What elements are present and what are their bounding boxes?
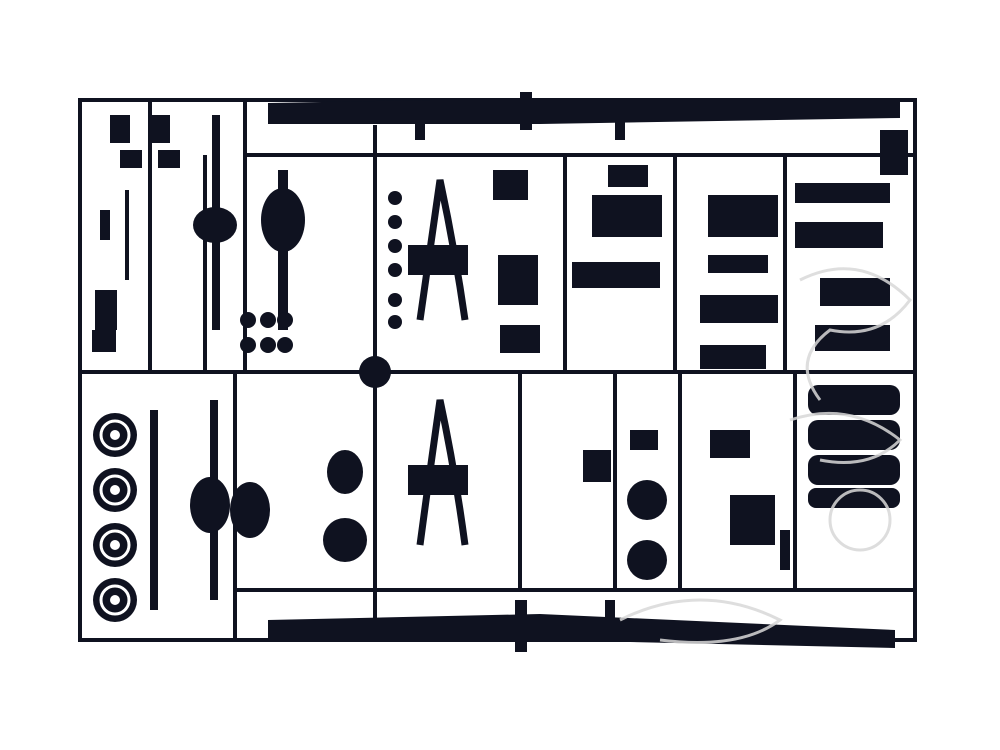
bracket-parts <box>92 115 180 352</box>
leaf-springs <box>416 179 469 546</box>
bumper-parts <box>572 130 908 369</box>
spring-hangers <box>408 170 540 495</box>
watermark-logo <box>619 267 912 644</box>
fuel-tanks <box>710 385 900 570</box>
axle-parts <box>150 115 305 610</box>
brake-drums <box>323 430 667 580</box>
chassis-rail-bottom <box>268 600 895 652</box>
round-bits <box>240 191 402 388</box>
wheels <box>91 411 139 624</box>
chassis-rail-top <box>268 92 900 140</box>
